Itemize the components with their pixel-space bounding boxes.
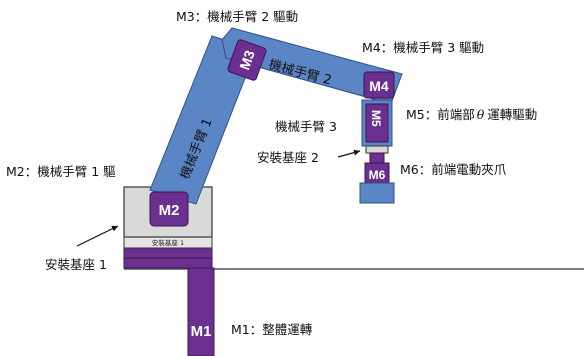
m1-motor-text: M1 (191, 323, 212, 340)
label-m3: M3：機械手臂 2 驅動 (176, 9, 298, 24)
m3-motor-text: M3 (236, 48, 258, 72)
m2-motor (149, 191, 189, 227)
mount1-arrow (76, 225, 119, 247)
m1-column (187, 267, 215, 356)
label-m5-suffix: 運轉驅動 (487, 107, 537, 122)
label-m4: M4：機械手臂 3 驅動 (362, 40, 484, 55)
m4-motor-text: M4 (369, 78, 389, 94)
label-m1: M1：整體運轉 (231, 322, 313, 337)
label-mount2: 安裝基座 2 (257, 150, 319, 165)
mount-base-1-plate-label: 安裝基座 1 (152, 238, 184, 247)
mount-base-2-stem (369, 152, 385, 164)
m4-motor (363, 71, 395, 99)
m5-motor-text: M5 (369, 110, 383, 127)
m6-motor-text: M6 (369, 168, 386, 182)
m5-motor (365, 103, 389, 143)
mount2-arrow (337, 149, 361, 158)
label-arm3: 機械手臂 3 (275, 119, 337, 134)
label-m2: M2：機械手臂 1 驅 (6, 164, 116, 179)
label-m5-theta: θ (477, 107, 485, 122)
m3-motor (227, 39, 267, 81)
base-purple-plate (123, 247, 213, 259)
label-m5-prefix: M5：前端部 (406, 107, 475, 122)
m2-motor-text: M2 (159, 202, 180, 219)
base-bottom-plate (123, 257, 213, 269)
label-m6: M6：前端電動夾爪 (400, 162, 507, 177)
mount-base-2-plate (365, 145, 389, 154)
label-mount1: 安裝基座 1 (45, 257, 107, 272)
gripper-base (359, 182, 395, 204)
